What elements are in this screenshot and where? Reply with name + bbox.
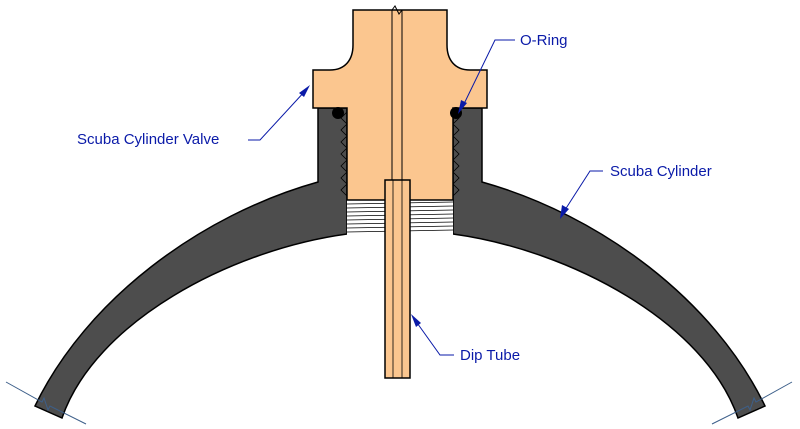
o-ring-groove-left [330,107,348,122]
left-break-line [5,381,87,425]
arrow-dip-tube [411,314,421,327]
break-mark [391,5,403,15]
o-ring-left [332,107,344,119]
right-break-line [711,381,793,425]
leader-valve [248,89,307,141]
dip-tube [384,179,411,379]
arrow-valve [299,85,310,97]
leader-cylinder [562,170,603,214]
cylinder-wall-right [452,107,767,420]
valve-body [312,9,488,201]
arrow-o-ring [458,100,467,114]
neck-threads [340,111,460,197]
label-cylinder: Scuba Cylinder [610,163,712,180]
cylinder-wall [33,107,348,420]
leader-o-ring [461,39,515,109]
o-ring-groove-right [452,107,470,122]
leader-dip-tube [414,319,454,356]
arrow-cylinder [560,205,569,219]
label-valve: Scuba Cylinder Valve [77,131,219,148]
label-dip-tube: Dip Tube [460,347,520,364]
label-o-ring: O-Ring [520,32,568,49]
